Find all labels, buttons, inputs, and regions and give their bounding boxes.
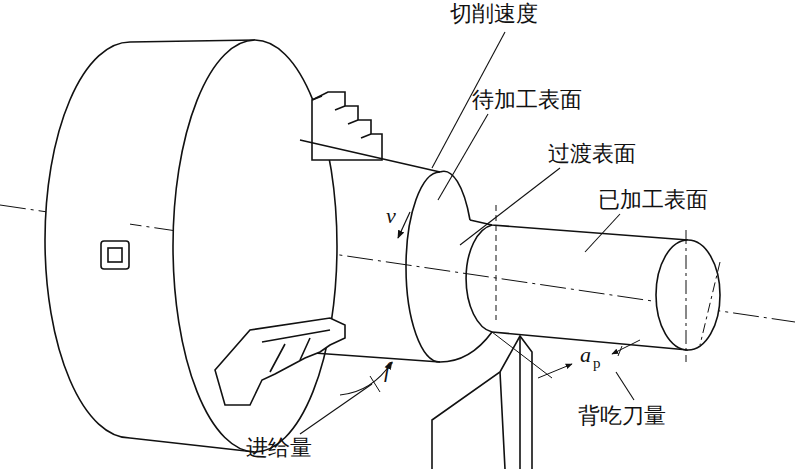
extension-line bbox=[492, 332, 552, 378]
leader-line bbox=[438, 114, 488, 200]
center-mark bbox=[496, 205, 497, 320]
transition-face bbox=[406, 172, 440, 362]
leader-line bbox=[300, 384, 372, 434]
callout-label: 背吃刀量 bbox=[578, 404, 666, 428]
turning-tool bbox=[432, 336, 532, 469]
callout-label: 切削速度 bbox=[450, 2, 538, 26]
workpiece-end bbox=[656, 240, 720, 350]
callout-label: 待加工表面 bbox=[472, 88, 582, 112]
chuck-jaw bbox=[215, 318, 345, 405]
chuck-key-hole bbox=[101, 241, 129, 269]
symbol-label: v bbox=[386, 204, 396, 228]
transition-face bbox=[440, 332, 492, 362]
tool-edge bbox=[500, 336, 520, 469]
symbol-label: f bbox=[384, 358, 390, 382]
subscript-label: p bbox=[593, 355, 601, 372]
speed-arrow bbox=[398, 212, 410, 238]
leader-line bbox=[460, 168, 560, 245]
workpiece-finished bbox=[470, 220, 688, 350]
symbol-label: a bbox=[580, 343, 591, 367]
chuck-back bbox=[45, 42, 130, 438]
callout-label: 过渡表面 bbox=[548, 142, 636, 166]
callout-label: 进给量 bbox=[246, 436, 312, 460]
chuck-jaw bbox=[312, 92, 382, 160]
chuck-edge bbox=[130, 40, 255, 42]
chuck-key-hole bbox=[108, 248, 122, 262]
center-mark bbox=[686, 230, 687, 362]
center-mark bbox=[700, 262, 720, 345]
dimension-arrow bbox=[538, 364, 572, 378]
leader-line bbox=[585, 214, 620, 252]
workpiece-step bbox=[466, 225, 492, 332]
dimension-arrow bbox=[612, 340, 640, 354]
transition-face bbox=[440, 171, 470, 220]
jaw-step bbox=[312, 96, 371, 138]
leader-line bbox=[616, 372, 634, 400]
jaw-step bbox=[262, 330, 330, 372]
callout-label: 已加工表面 bbox=[598, 188, 708, 212]
